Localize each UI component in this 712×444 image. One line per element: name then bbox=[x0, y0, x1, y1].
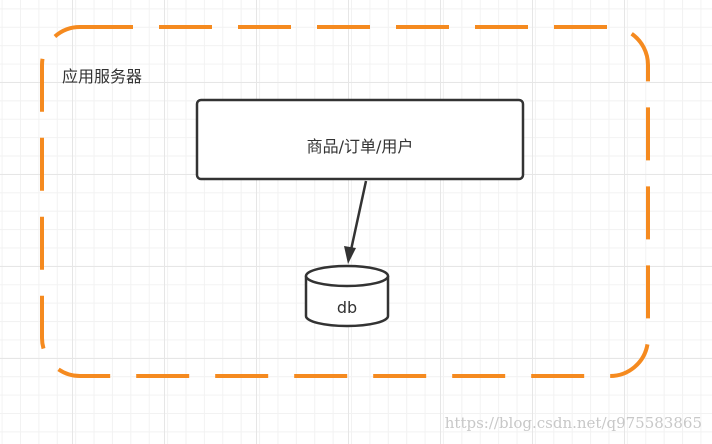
container-label: 应用服务器 bbox=[62, 67, 143, 86]
db-label: db bbox=[336, 298, 358, 317]
db-cylinder[interactable] bbox=[304, 264, 390, 328]
arrow-edge[interactable] bbox=[344, 180, 368, 264]
app-server-container[interactable] bbox=[40, 25, 650, 378]
service-box-label: 商品/订单/用户 bbox=[306, 137, 414, 156]
service-box[interactable] bbox=[195, 98, 525, 181]
watermark: https://blog.csdn.net/q975583865 bbox=[444, 414, 702, 432]
